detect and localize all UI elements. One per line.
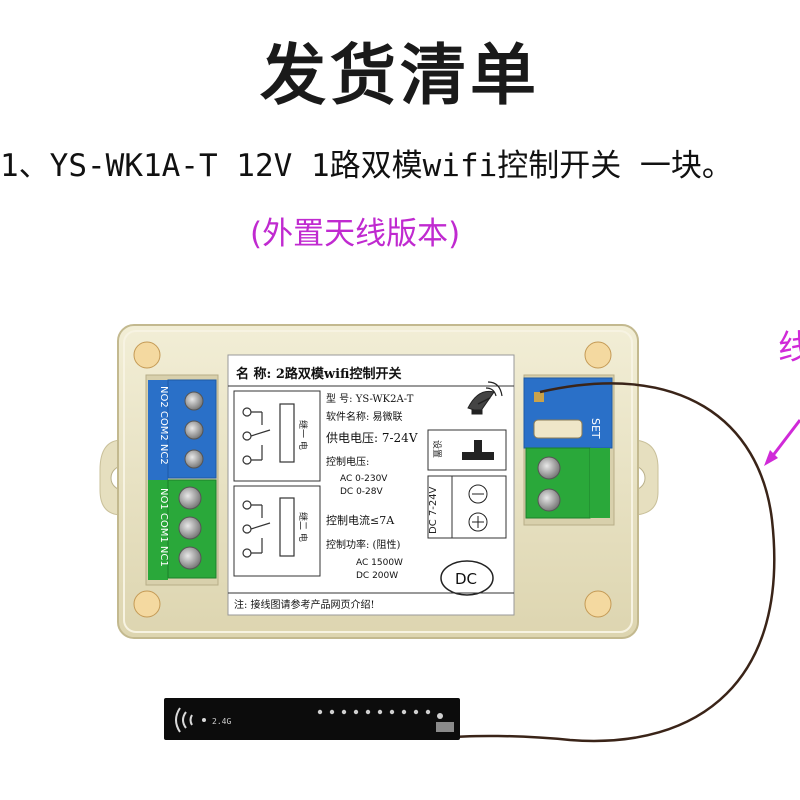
label-control-voltage-ac: AC 0-230V: [340, 474, 388, 484]
label-name-line: 名 称: 2路双模wifi控制开关: [236, 366, 401, 382]
clipped-annotation-text: 线: [778, 328, 800, 368]
dc-badge: DC: [455, 570, 477, 588]
page-title: 发货清单: [260, 36, 540, 114]
power-box-label: DC 7-24V: [428, 486, 439, 534]
label-supply-line: 供电电压: 7-24V: [326, 431, 418, 445]
terminal-label-no2: NO2 COM2 NC2: [158, 386, 169, 465]
satellite-dish-icon: [467, 381, 503, 415]
left-terminal-block: NO2 COM2 NC2 NO1 COM1 NC1: [145, 374, 219, 586]
label-control-voltage-title: 控制电压:: [326, 455, 369, 468]
antenna-pcb: 2.4G: [164, 698, 460, 740]
set-label: SET: [589, 418, 602, 439]
label-control-voltage-dc: DC 0-28V: [340, 487, 384, 497]
relay1-schematic-icon: [242, 403, 295, 465]
pcb-vias: [317, 709, 443, 719]
relay2-label: 继二 电: [297, 512, 309, 542]
label-control-current: 控制电流≤7A: [326, 513, 395, 527]
device-label: 名 称: 2路双模wifi控制开关 继一 电 继二 电 型 号: YS-WK2A…: [227, 354, 515, 616]
shipping-item-line: 1、YS-WK1A-T 12V 1路双模wifi控制开关 一块。: [0, 148, 733, 184]
minus-terminal-icon: [468, 484, 488, 504]
label-note: 注: 接线图请参考产品网页介绍!: [234, 598, 375, 611]
pointer-arrow-icon: [764, 419, 800, 466]
label-control-power-title: 控制功率: (阻性): [326, 538, 400, 551]
svg-text:2.4G: 2.4G: [212, 717, 231, 726]
label-model-line: 型 号: YS-WK2A-T: [326, 392, 414, 405]
blue-terminal-screws: [184, 391, 204, 469]
relay2-schematic-icon: [242, 497, 295, 558]
push-button-icon: [462, 440, 494, 460]
right-terminal-block: SET: [523, 374, 615, 526]
set-box-label: 设置: [431, 440, 442, 458]
relay1-label: 继一 电: [297, 420, 309, 450]
terminal-label-no1: NO1 COM1 NC1: [158, 488, 169, 567]
label-control-power-ac: AC 1500W: [356, 558, 403, 568]
wifi-signal-icon: [175, 707, 193, 733]
plus-terminal-icon: [468, 512, 488, 532]
green-terminal-screws: [178, 486, 202, 570]
label-control-power-dc: DC 200W: [356, 571, 398, 581]
corner-holes: [133, 341, 612, 618]
antenna-cable: [443, 382, 776, 743]
label-software-line: 软件名称: 易微联: [326, 410, 403, 423]
version-subtitle: (外置天线版本): [250, 216, 461, 252]
